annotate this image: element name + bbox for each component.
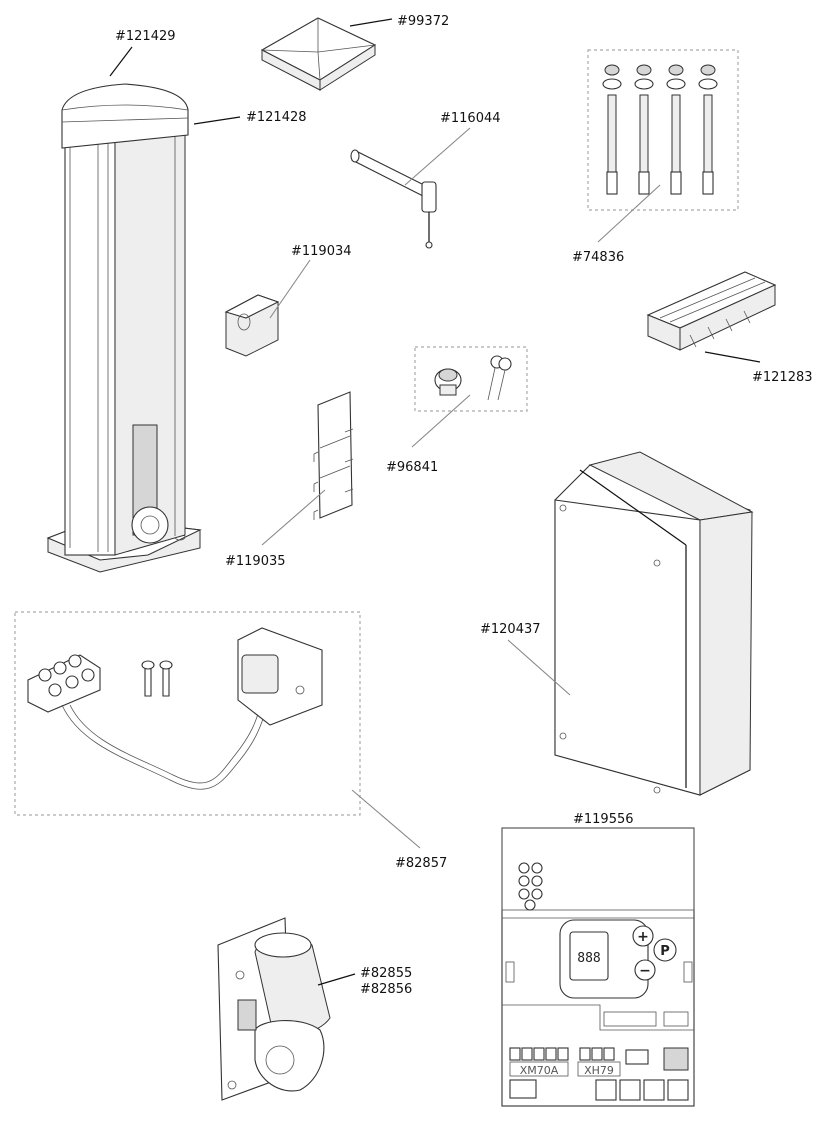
label-119034: #119034 — [291, 244, 352, 259]
label-119556: #119556 — [573, 812, 634, 827]
board-tag-xh79: XH79 — [584, 1064, 614, 1077]
control-board-part: 888 + P − XM70A XH79 — [501, 827, 695, 1107]
minus-label: − — [639, 963, 651, 979]
bracket-part — [646, 271, 777, 351]
leader-116044 — [404, 127, 471, 186]
plus-button — [632, 925, 654, 947]
label-82855: #82855 — [360, 966, 412, 981]
minus-button — [634, 959, 656, 981]
leader-121429 — [109, 46, 133, 77]
leader-82855 — [317, 973, 356, 986]
display-digits: 888 — [577, 951, 600, 966]
block-part — [224, 294, 280, 357]
label-119035: #119035 — [225, 554, 286, 569]
leader-120437 — [507, 639, 571, 696]
cap-part — [260, 17, 377, 91]
label-116044: #116044 — [440, 111, 501, 126]
leader-82857 — [351, 789, 421, 849]
label-121428: #121428 — [246, 110, 307, 125]
terminal-strip — [509, 1047, 689, 1071]
leader-121283 — [704, 351, 761, 363]
connector-block — [518, 862, 543, 911]
plate-part — [313, 391, 354, 520]
leader-99372 — [349, 18, 393, 27]
label-99372: #99372 — [397, 14, 449, 29]
board-tag-xm70a: XM70A — [520, 1064, 559, 1077]
leader-121428 — [193, 116, 241, 125]
leader-74836 — [597, 184, 661, 243]
lock-keys-part — [414, 346, 528, 412]
release-key-part — [350, 149, 437, 249]
program-button — [653, 938, 677, 962]
label-74836: #74836 — [572, 250, 624, 265]
label-82856: #82856 — [360, 982, 412, 997]
program-label: P — [660, 944, 670, 959]
label-121283: #121283 — [752, 370, 813, 385]
leader-119034 — [269, 259, 311, 319]
column-part — [46, 83, 202, 573]
plus-label: + — [637, 929, 649, 945]
motor-part — [217, 917, 331, 1101]
label-121429: #121429 — [115, 29, 176, 44]
label-120437: #120437 — [480, 622, 541, 637]
bottom-terminals — [509, 1079, 689, 1101]
leader-96841 — [411, 394, 471, 448]
control-box-part — [554, 451, 754, 796]
label-82857: #82857 — [395, 856, 447, 871]
label-96841: #96841 — [386, 460, 438, 475]
leader-119035 — [261, 489, 326, 546]
anchor-bolts-part — [587, 49, 739, 211]
encoder-kit-part — [14, 611, 361, 816]
